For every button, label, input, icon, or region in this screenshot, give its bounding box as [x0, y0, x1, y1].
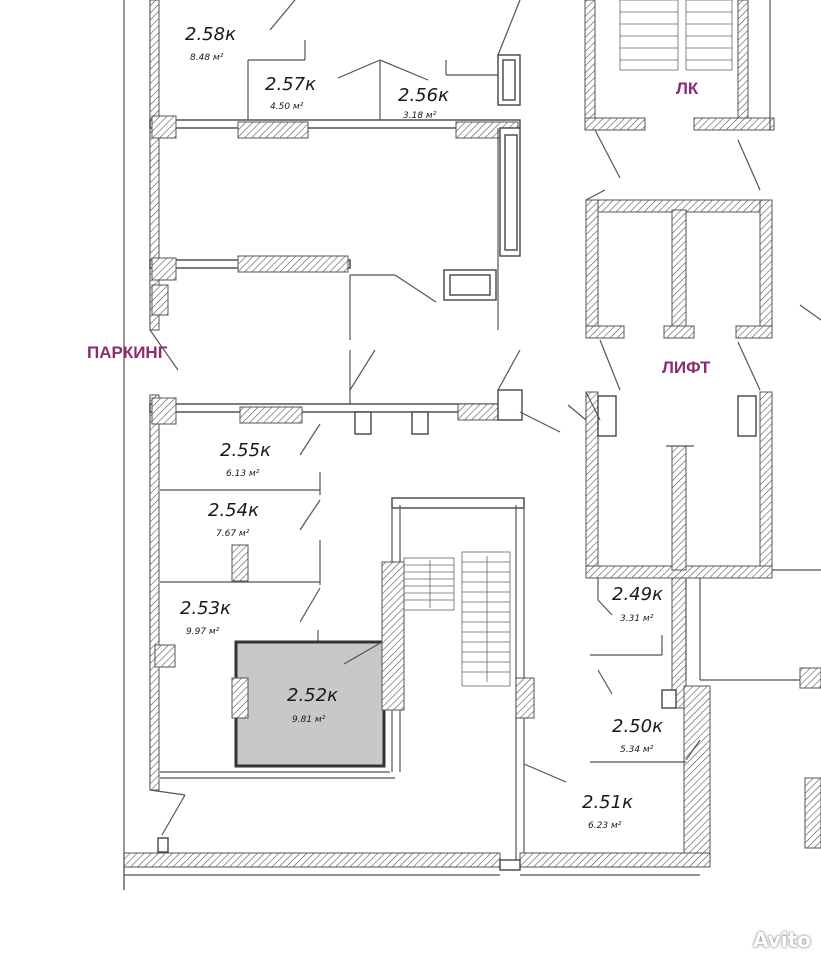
zone-label-parking: ПАРКИНГ — [87, 343, 168, 362]
zone-label-lift: ЛИФТ — [662, 358, 711, 377]
room-2-50-area: 5.34 м² — [620, 745, 654, 755]
lk-stair — [584, 0, 775, 191]
avito-watermark: Avito — [753, 928, 811, 952]
stair-block — [381, 497, 535, 860]
room-2-51-name: 2.51к — [582, 792, 633, 813]
room-2-53-name: 2.53к — [180, 598, 231, 619]
room-2-57-name: 2.57к — [265, 74, 316, 95]
room-2-49-name: 2.49к — [612, 584, 663, 605]
storage-walls — [149, 0, 561, 779]
room-2-55-name: 2.55к — [220, 440, 271, 461]
room-2-50-name: 2.50к — [612, 716, 663, 737]
room-2-49-area: 3.31 м² — [620, 614, 654, 624]
room-2-52-area: 9.81 м² — [292, 715, 326, 725]
room-2-58-name: 2.58к — [185, 24, 236, 45]
parking-boundary — [123, 0, 186, 890]
lift-shafts — [585, 189, 821, 391]
room-2-54-area: 7.67 м² — [216, 529, 250, 539]
zone-labels: ПАРКИНГ ЛИФТ ЛК — [87, 79, 711, 377]
room-2-54-name: 2.54к — [208, 500, 259, 521]
stairs-right-flight — [461, 551, 511, 687]
outer-wall-bottom — [123, 837, 711, 890]
room-2-57-area: 4.50 м² — [270, 102, 304, 112]
right-lower-rooms — [523, 577, 821, 863]
room-2-53-area: 9.97 м² — [186, 627, 220, 637]
room-2-56-name: 2.56к — [398, 85, 449, 106]
room-2-58-area: 8.48 м² — [190, 53, 224, 63]
stairs-left-flight — [403, 557, 455, 611]
zone-label-lk: ЛК — [676, 79, 699, 98]
room-2-55-area: 6.13 м² — [226, 469, 260, 479]
room-2-51-area: 6.23 м² — [588, 821, 622, 831]
room-2-56-area: 3.18 м² — [403, 111, 437, 121]
room-labels: 2.58к 8.48 м² 2.57к 4.50 м² 2.56к 3.18 м… — [180, 24, 663, 831]
lift-hall-block — [567, 391, 821, 579]
room-2-52-name[interactable]: 2.52к — [287, 685, 338, 706]
